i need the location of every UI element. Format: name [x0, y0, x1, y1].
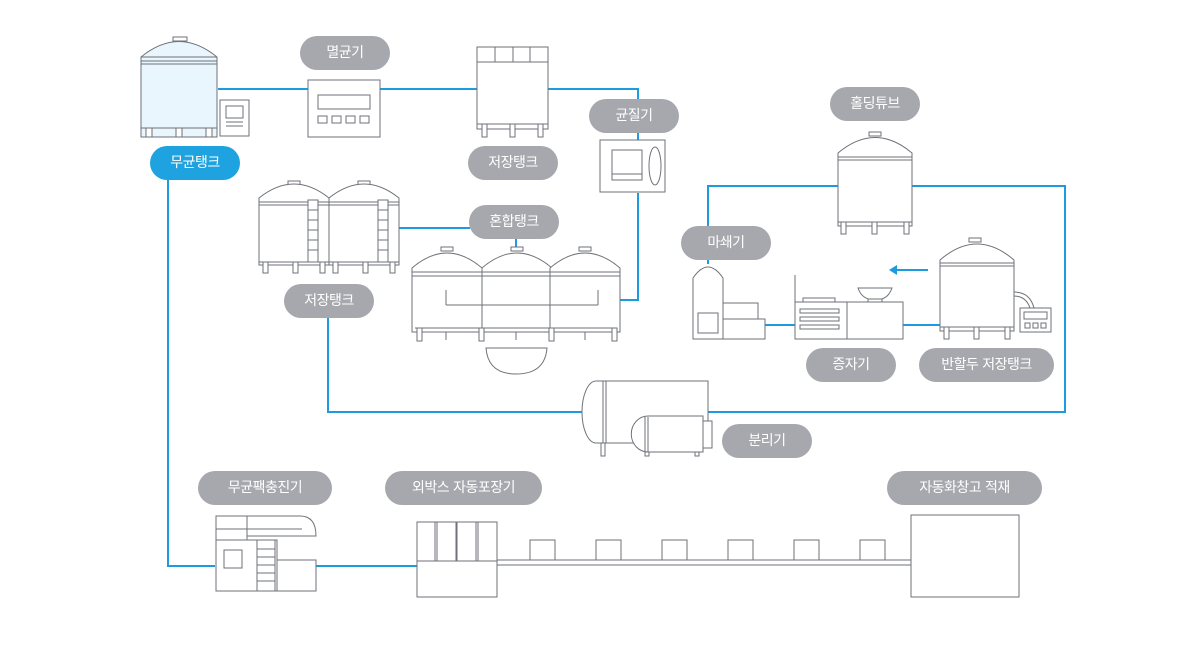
label-homogenizer[interactable]: 균질기 — [589, 99, 679, 133]
left-arrow-icon — [889, 265, 928, 275]
homogenizer-icon — [599, 139, 666, 193]
label-sterile-tank[interactable]: 무균탱크 — [150, 146, 240, 180]
case-packer-icon — [416, 521, 498, 598]
conveyor-icon — [497, 539, 911, 566]
separator-icon — [581, 380, 713, 457]
label-grinder[interactable]: 마쇄기 — [681, 226, 771, 260]
steamer-icon — [794, 275, 904, 340]
label-storage-tank-left[interactable]: 저장탱크 — [284, 284, 374, 318]
label-aseptic-filler[interactable]: 무균팩충진기 — [198, 471, 332, 505]
label-case-packer[interactable]: 외박스 자동포장기 — [385, 471, 542, 505]
label-sterilizer[interactable]: 멸균기 — [300, 36, 390, 70]
sterile-tank-icon — [140, 36, 250, 138]
grinder-icon — [692, 266, 766, 340]
aseptic-filler-icon — [215, 515, 317, 592]
label-storage-tank-top[interactable]: 저장탱크 — [468, 146, 558, 180]
label-warehouse[interactable]: 자동화창고 적재 — [887, 471, 1042, 505]
sterilizer-icon — [307, 79, 381, 138]
holding-tube-icon — [837, 131, 913, 235]
label-separator[interactable]: 분리기 — [722, 424, 812, 458]
label-soaked-bean-storage[interactable]: 반할두 저장탱크 — [919, 348, 1054, 382]
label-mixing-tank[interactable]: 혼합탱크 — [469, 205, 559, 239]
soaked-bean-storage-tank-icon — [939, 237, 1052, 340]
label-holding-tube[interactable]: 홀딩튜브 — [830, 87, 920, 121]
mixing-tank-icon — [411, 246, 621, 375]
label-steamer[interactable]: 증자기 — [806, 348, 896, 382]
warehouse-icon — [910, 514, 1020, 598]
storage-tank-top-icon — [476, 46, 549, 138]
storage-tank-left-icon — [258, 180, 400, 274]
